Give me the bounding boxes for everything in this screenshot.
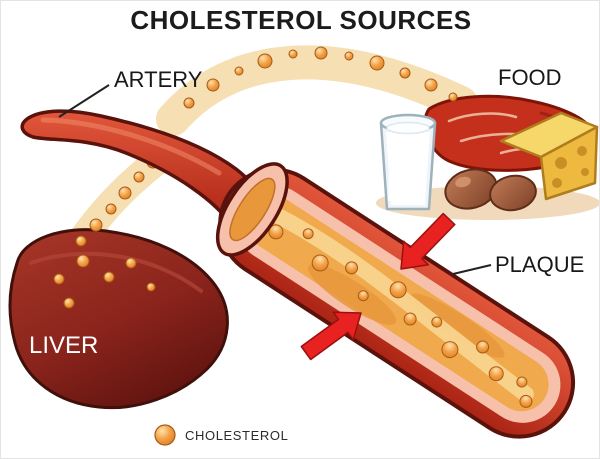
plaque-arrows [300,212,456,361]
cholesterol-dots-food-arc [183,46,458,109]
arrow-top-icon [400,212,456,270]
arrow-bottom-icon [300,311,362,361]
artery-label: ARTERY [114,67,203,92]
diagram-title: CHOLESTEROL SOURCES [130,5,471,35]
cholesterol-ball-icon [154,424,176,446]
milk-glass-icon [379,113,437,211]
liver-illustration [8,228,229,410]
legend-label: CHOLESTEROL [185,428,288,443]
eggs-icon [444,168,537,212]
artery-to-food-flow [156,45,478,136]
cheese-icon [499,111,599,201]
vessel-cutaway-illustration [215,162,576,439]
food-label: FOOD [498,65,562,90]
liver-label: LIVER [29,332,98,359]
plaque-label: PLAQUE [495,252,584,277]
cholesterol-dots-plaque [268,224,533,408]
food-illustration [376,94,599,220]
legend: CHOLESTEROL [154,424,288,446]
artery-label-line [58,84,110,118]
plaque-label-line [452,264,492,275]
